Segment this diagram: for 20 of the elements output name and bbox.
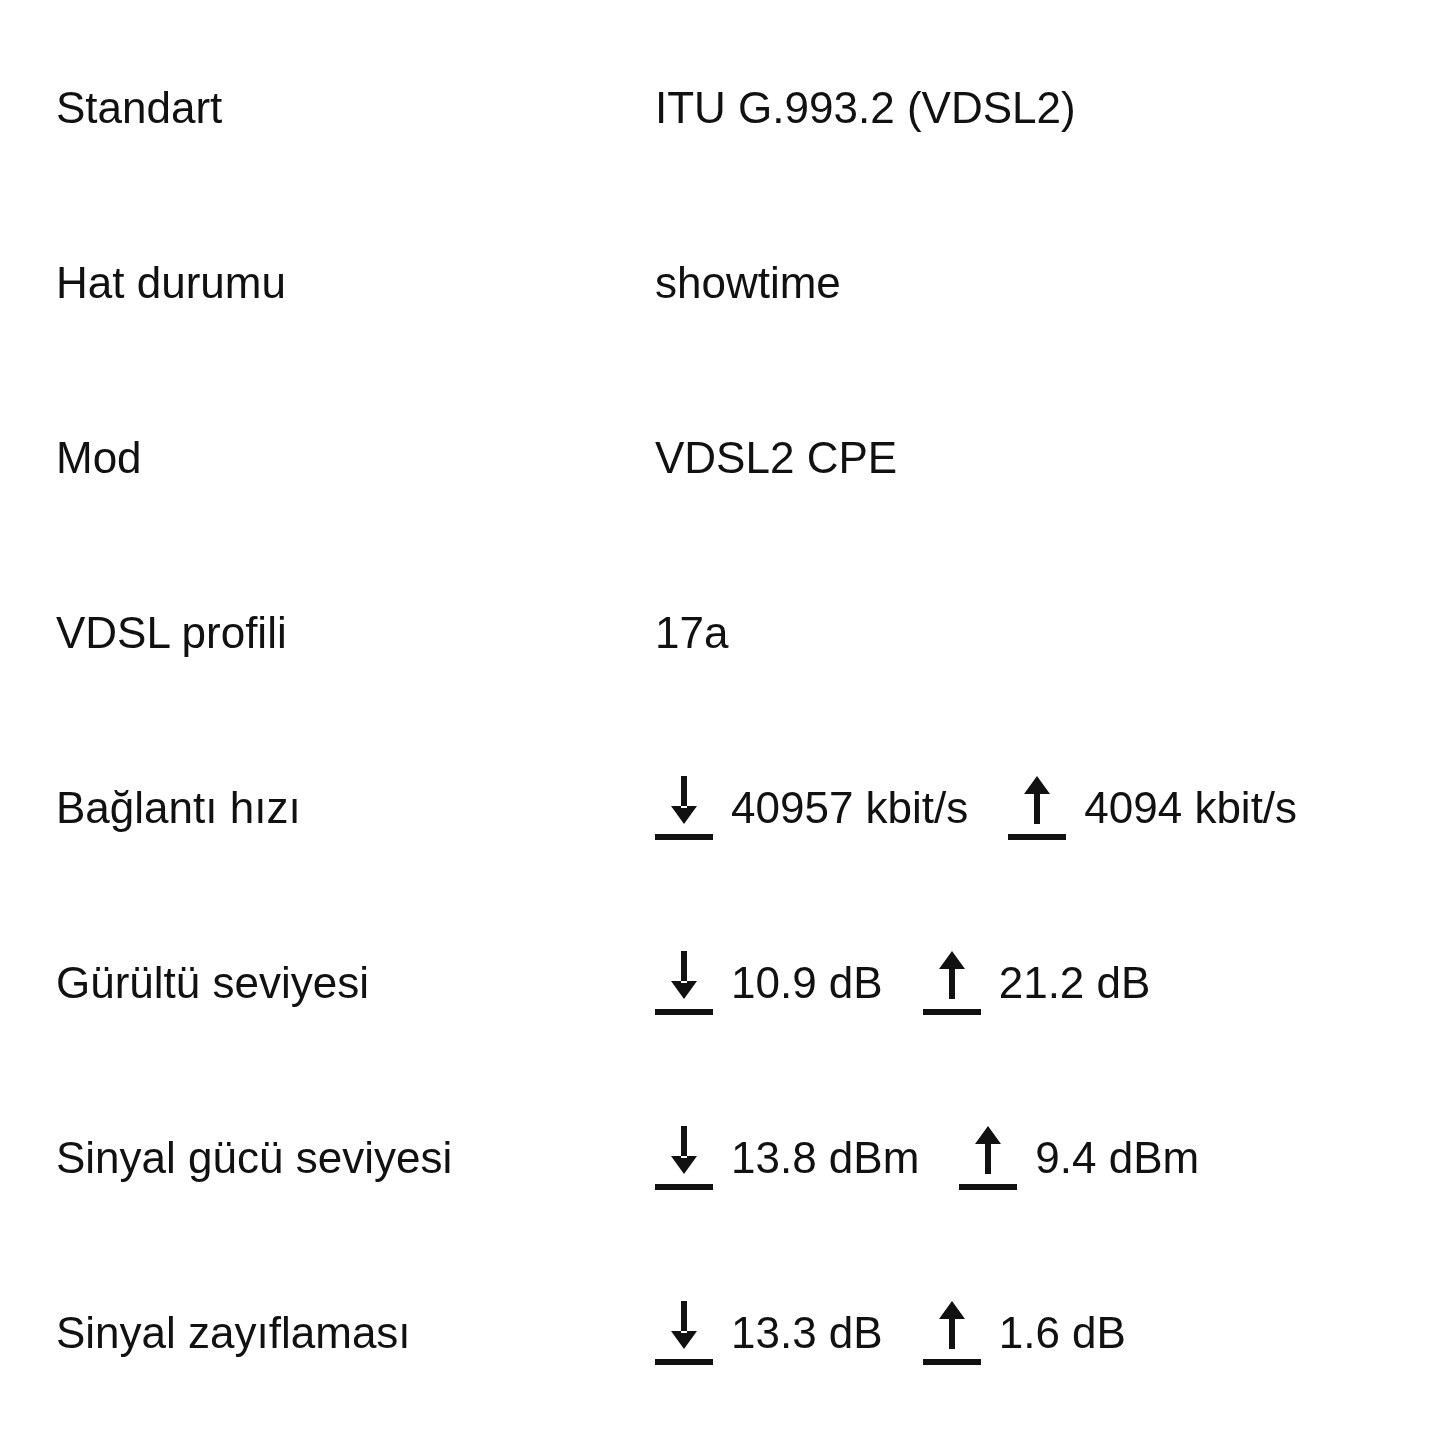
downstream-value: 40957 kbit/s	[731, 782, 969, 834]
row-label: Sinyal zayıflaması	[56, 1307, 411, 1359]
row-label: Hat durumu	[56, 257, 286, 309]
row-label: Mod	[56, 432, 142, 484]
downstream-value: 13.8 dBm	[731, 1132, 920, 1184]
value-text: showtime	[655, 257, 841, 309]
upstream-value: 4094 kbit/s	[1084, 782, 1298, 834]
upstream-value: 9.4 dBm	[1035, 1132, 1200, 1184]
value-text: ITU G.993.2 (VDSL2)	[655, 82, 1076, 134]
row-label: Sinyal gücü seviyesi	[56, 1132, 453, 1184]
upstream-value: 21.2 dB	[998, 957, 1151, 1009]
downstream-value: 13.3 dB	[731, 1307, 883, 1359]
row-label: Gürültü seviyesi	[56, 957, 369, 1009]
value-text: 17a	[655, 607, 729, 659]
row-label: VDSL profili	[56, 607, 287, 659]
row-label: Bağlantı hızı	[56, 782, 301, 834]
row-label: Standart	[56, 82, 223, 134]
value-text: VDSL2 CPE	[655, 432, 898, 484]
downstream-value: 10.9 dB	[731, 957, 883, 1009]
upstream-value: 1.6 dB	[998, 1307, 1126, 1359]
